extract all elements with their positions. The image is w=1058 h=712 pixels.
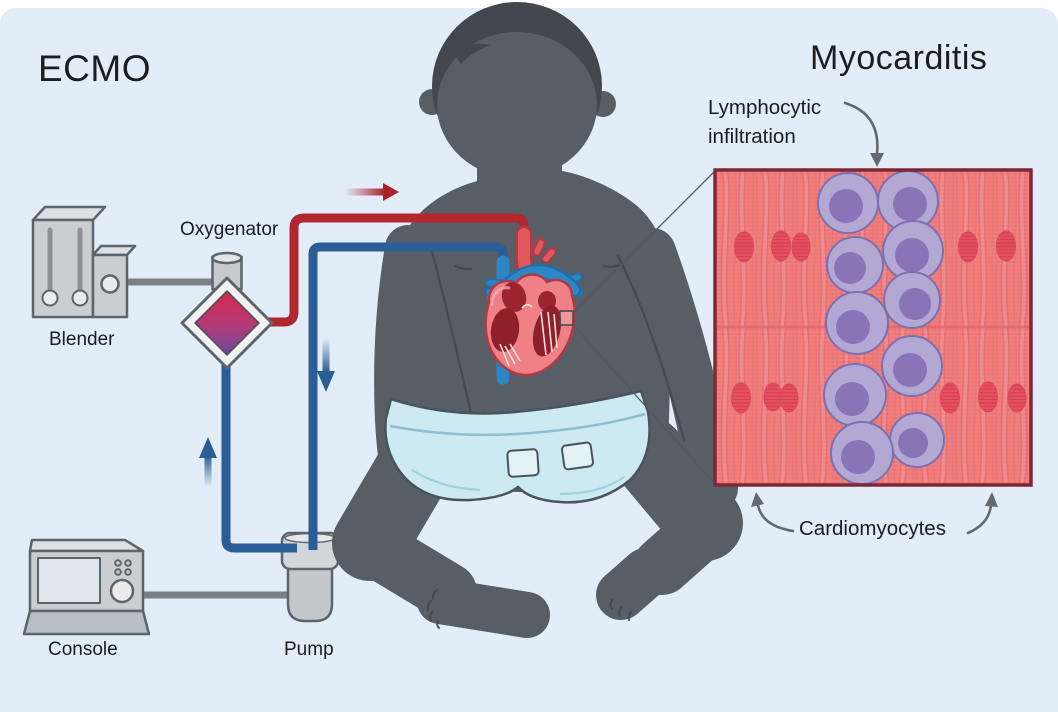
lymphocytes <box>817 170 945 485</box>
toe-lines <box>609 598 633 622</box>
venous-down-arrow <box>317 338 335 392</box>
chordae <box>499 303 558 367</box>
blender-slider-knob <box>71 289 89 307</box>
lymphocyte <box>826 236 884 294</box>
venous-tube-patient <box>308 242 508 550</box>
cardiomyocytes-pointer-arrow-left <box>751 492 795 533</box>
inset-border <box>713 168 1033 487</box>
lymphocyte <box>882 220 944 282</box>
biopsy-marker-square <box>559 310 574 326</box>
heart-illustration <box>484 225 584 385</box>
lymphocyte <box>817 172 879 234</box>
blender-device <box>31 205 137 319</box>
console-buttons <box>114 559 132 576</box>
arm-crease <box>616 254 686 442</box>
lymphocyte <box>825 291 889 355</box>
diaper <box>384 389 651 504</box>
chest-line <box>602 263 621 268</box>
diaper-tab <box>506 448 540 478</box>
console-device <box>22 538 151 636</box>
lymphocyte <box>881 335 943 397</box>
toe-lines <box>426 588 441 630</box>
heart-outline-sheen <box>490 286 511 307</box>
chest-line <box>453 264 473 271</box>
lymphocyte <box>830 421 894 485</box>
arm-crease <box>428 242 475 424</box>
blender-slider-knob <box>41 289 59 307</box>
arterial-tube <box>258 213 529 327</box>
right-ventricle <box>490 308 520 352</box>
console-screen <box>37 557 101 604</box>
infant-hair-tuft <box>455 43 490 64</box>
infiltration-pointer-arrow <box>843 101 884 167</box>
pulmonary-vessels <box>484 263 584 298</box>
cardiomyocytes-pointer-arrow-right <box>966 492 998 535</box>
inset-connector-lines <box>572 170 716 485</box>
annotation-arrows <box>751 101 998 535</box>
blender-dial <box>100 274 120 294</box>
myocarditis-inset <box>713 168 1033 487</box>
lymphocyte <box>889 412 945 468</box>
cardiomyocyte-nuclei <box>731 230 1027 414</box>
diaper-tab <box>560 441 595 471</box>
console-knob <box>109 578 135 604</box>
arterial-flow-arrow <box>345 183 399 201</box>
infant-face <box>437 32 597 178</box>
venous-tube-pump <box>221 364 297 553</box>
oxygenator-membrane <box>194 290 260 356</box>
venous-up-arrow <box>199 437 217 487</box>
flow-arrows <box>199 183 399 487</box>
oxygenator-device <box>180 251 274 370</box>
left-atrium <box>501 282 527 312</box>
lymphocyte <box>883 271 941 329</box>
ecmo-tubing <box>221 213 529 553</box>
lymphocyte <box>823 363 887 427</box>
